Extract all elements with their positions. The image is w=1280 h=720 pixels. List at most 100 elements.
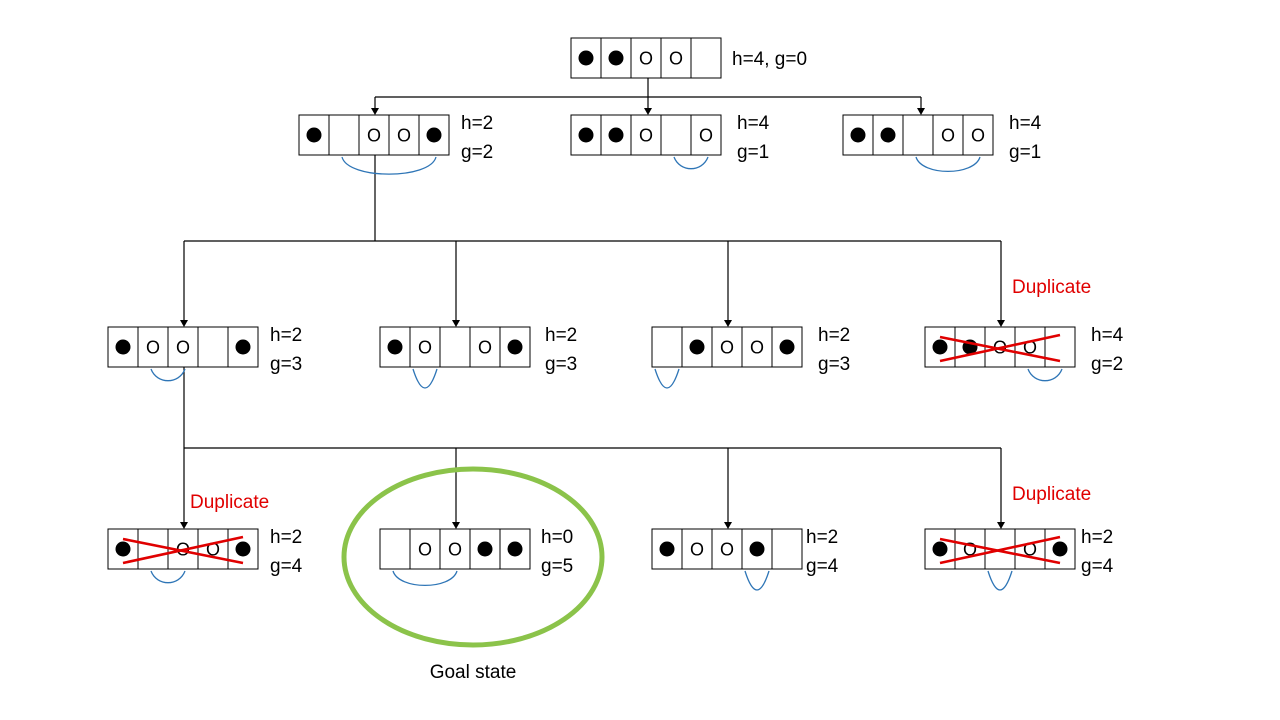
black-piece-icon <box>1052 541 1068 557</box>
white-piece: O <box>418 540 432 560</box>
move-arc <box>654 368 680 389</box>
cost-label: g=3 <box>270 354 302 375</box>
state-cell <box>630 114 662 156</box>
white-piece: O <box>720 338 734 358</box>
state-cell <box>962 114 994 156</box>
cost-label: g=3 <box>818 354 850 375</box>
black-piece-icon <box>608 50 624 66</box>
black-piece-icon <box>426 127 442 143</box>
duplicate-cross <box>939 535 1061 565</box>
move-arc <box>1027 368 1063 382</box>
state-cell <box>771 528 803 570</box>
state-cell <box>1014 528 1046 570</box>
black-piece-icon <box>779 339 795 355</box>
white-piece: O <box>941 126 955 146</box>
heuristic-label: h=2 <box>270 325 302 346</box>
heuristic-label: h=2 <box>545 325 577 346</box>
black-piece-icon <box>749 541 765 557</box>
arrowhead <box>724 320 732 327</box>
black-piece-icon <box>115 541 131 557</box>
white-piece: O <box>478 338 492 358</box>
black-piece-icon <box>387 339 403 355</box>
cost-label: g=4 <box>806 556 839 577</box>
arrowhead <box>180 522 188 529</box>
move-arc <box>412 368 438 389</box>
arrowhead <box>644 108 652 115</box>
heuristic-label: h=2 <box>1081 527 1113 548</box>
arrowhead <box>452 320 460 327</box>
black-piece-icon <box>235 339 251 355</box>
goal-state-label: Goal state <box>430 662 517 683</box>
white-piece: O <box>639 49 653 69</box>
heuristic-label: h=0 <box>541 527 573 548</box>
arrowhead <box>180 320 188 327</box>
black-piece-icon <box>306 127 322 143</box>
move-arc <box>673 156 709 170</box>
black-piece-icon <box>507 541 523 557</box>
duplicate-label: Duplicate <box>190 492 269 513</box>
state-cell <box>197 528 229 570</box>
state-cell <box>379 528 411 570</box>
cost-label: g=1 <box>737 142 769 163</box>
arrowhead <box>724 522 732 529</box>
arrowhead <box>917 108 925 115</box>
duplicate-cross <box>122 535 244 565</box>
heuristic-label: h=2 <box>461 113 493 134</box>
state-cell <box>902 114 934 156</box>
state-cell <box>439 528 471 570</box>
black-piece-icon <box>608 127 624 143</box>
cost-label: g=2 <box>1091 354 1123 375</box>
cost-label: g=1 <box>1009 142 1041 163</box>
white-piece: O <box>690 540 704 560</box>
black-piece-icon <box>932 541 948 557</box>
white-piece: O <box>448 540 462 560</box>
goal-ring <box>341 466 605 648</box>
duplicate-cross <box>939 333 1061 363</box>
state-cell <box>439 326 471 368</box>
white-piece: O <box>750 338 764 358</box>
move-arc <box>150 570 186 584</box>
state-cell <box>660 37 692 79</box>
state-cell <box>197 326 229 368</box>
cost-label: g=3 <box>545 354 577 375</box>
move-arc <box>392 570 458 587</box>
tree-edges <box>180 78 1005 529</box>
state-cell <box>660 114 692 156</box>
black-piece-icon <box>689 339 705 355</box>
heuristic-label: h=4, g=0 <box>732 49 807 70</box>
black-piece-icon <box>659 541 675 557</box>
white-piece: O <box>146 338 160 358</box>
black-piece-icon <box>477 541 493 557</box>
cost-label: g=4 <box>270 556 303 577</box>
black-piece-icon <box>235 541 251 557</box>
move-arc <box>341 156 437 175</box>
state-cell <box>630 37 662 79</box>
heuristic-label: h=2 <box>818 325 850 346</box>
arrowhead <box>371 108 379 115</box>
move-arc <box>987 570 1013 591</box>
duplicate-label: Duplicate <box>1012 484 1091 505</box>
state-cell <box>137 528 169 570</box>
cost-label: g=4 <box>1081 556 1114 577</box>
move-arc <box>744 570 770 591</box>
black-piece-icon <box>850 127 866 143</box>
cost-label: g=5 <box>541 556 573 577</box>
white-piece: O <box>669 49 683 69</box>
arrowhead <box>997 320 1005 327</box>
white-piece: O <box>971 126 985 146</box>
white-piece: O <box>639 126 653 146</box>
state-cell <box>690 114 722 156</box>
white-piece: O <box>720 540 734 560</box>
move-arc <box>150 368 186 382</box>
